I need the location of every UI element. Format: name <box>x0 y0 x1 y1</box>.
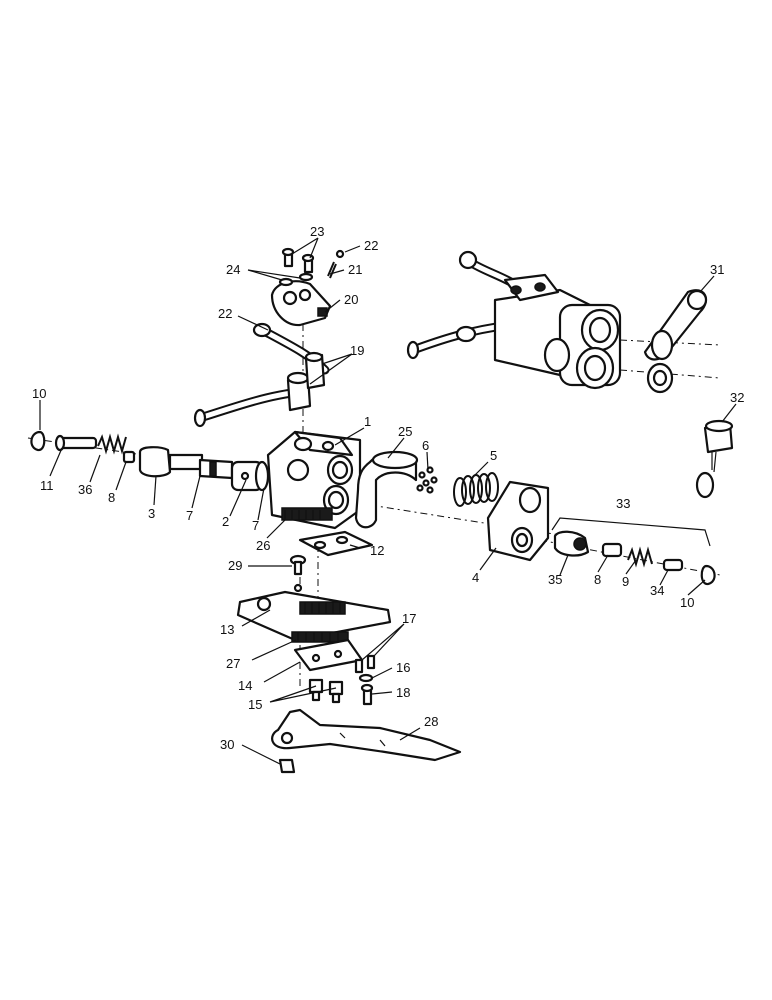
screw-18 <box>360 683 374 706</box>
callout-10a: 10 <box>32 386 46 401</box>
callout-6: 6 <box>422 438 429 453</box>
callout-14: 14 <box>238 678 252 693</box>
callout-23: 23 <box>310 224 324 239</box>
washer-16 <box>358 673 374 683</box>
callout-20: 20 <box>344 292 358 307</box>
callout-34: 34 <box>650 583 664 598</box>
callout-11: 11 <box>40 478 54 493</box>
callout-17: 17 <box>402 611 416 626</box>
callout-9: 9 <box>622 574 629 589</box>
lever-28 <box>271 708 462 762</box>
hose-bracket <box>193 322 330 428</box>
spring-5 <box>453 472 499 507</box>
callout-27: 27 <box>226 656 240 671</box>
gasket-27 <box>291 631 349 643</box>
callout-36: 36 <box>78 482 92 497</box>
callout-19: 19 <box>350 343 364 358</box>
callout-2: 2 <box>222 514 229 529</box>
sleeve-25 <box>354 450 419 529</box>
end-block-4 <box>486 480 550 562</box>
callout-13: 13 <box>220 622 234 637</box>
callout-22b: 22 <box>218 306 232 321</box>
top-plate-assembly <box>270 247 345 327</box>
callout-10b: 10 <box>680 595 694 610</box>
assembled-valve-view <box>406 250 622 390</box>
callout-3: 3 <box>148 506 155 521</box>
callout-labels: 1 2 3 4 5 6 7 7 8 8 9 10 10 11 12 13 14 … <box>32 224 744 752</box>
bolts-15 <box>308 678 344 704</box>
callout-21: 21 <box>348 262 362 277</box>
callout-30: 30 <box>220 737 234 752</box>
plate-14 <box>293 638 364 672</box>
callout-16: 16 <box>396 660 410 675</box>
callout-26: 26 <box>256 538 270 553</box>
plate-12 <box>298 530 374 557</box>
cap-32 <box>695 419 734 499</box>
callout-35: 35 <box>548 572 562 587</box>
left-spool-assembly <box>30 430 270 492</box>
callout-18: 18 <box>396 685 410 700</box>
callout-4: 4 <box>472 570 479 585</box>
pins-17 <box>354 654 376 674</box>
right-fittings <box>553 530 716 586</box>
screw-29 <box>289 554 307 576</box>
callout-1: 1 <box>364 414 371 429</box>
callout-8b: 8 <box>594 572 601 587</box>
callout-33: 33 <box>616 496 630 511</box>
callout-24: 24 <box>226 262 240 277</box>
valve-body-1 <box>266 430 362 530</box>
callout-7b: 7 <box>252 518 259 533</box>
callout-31: 31 <box>710 262 724 277</box>
callout-7a: 7 <box>186 508 193 523</box>
leader-lines <box>39 237 737 765</box>
nut-30 <box>278 758 296 774</box>
callout-5: 5 <box>490 448 497 463</box>
callout-8a: 8 <box>108 490 115 505</box>
callout-25: 25 <box>398 424 412 439</box>
callout-28: 28 <box>424 714 438 729</box>
balls-6 <box>416 466 438 494</box>
callout-12: 12 <box>370 543 384 558</box>
lower-plate-13 <box>236 583 392 642</box>
callout-29: 29 <box>228 558 242 573</box>
callout-15: 15 <box>248 697 262 712</box>
callout-32: 32 <box>730 390 744 405</box>
callout-22a: 22 <box>364 238 378 253</box>
dust-cover-31 <box>643 289 708 394</box>
